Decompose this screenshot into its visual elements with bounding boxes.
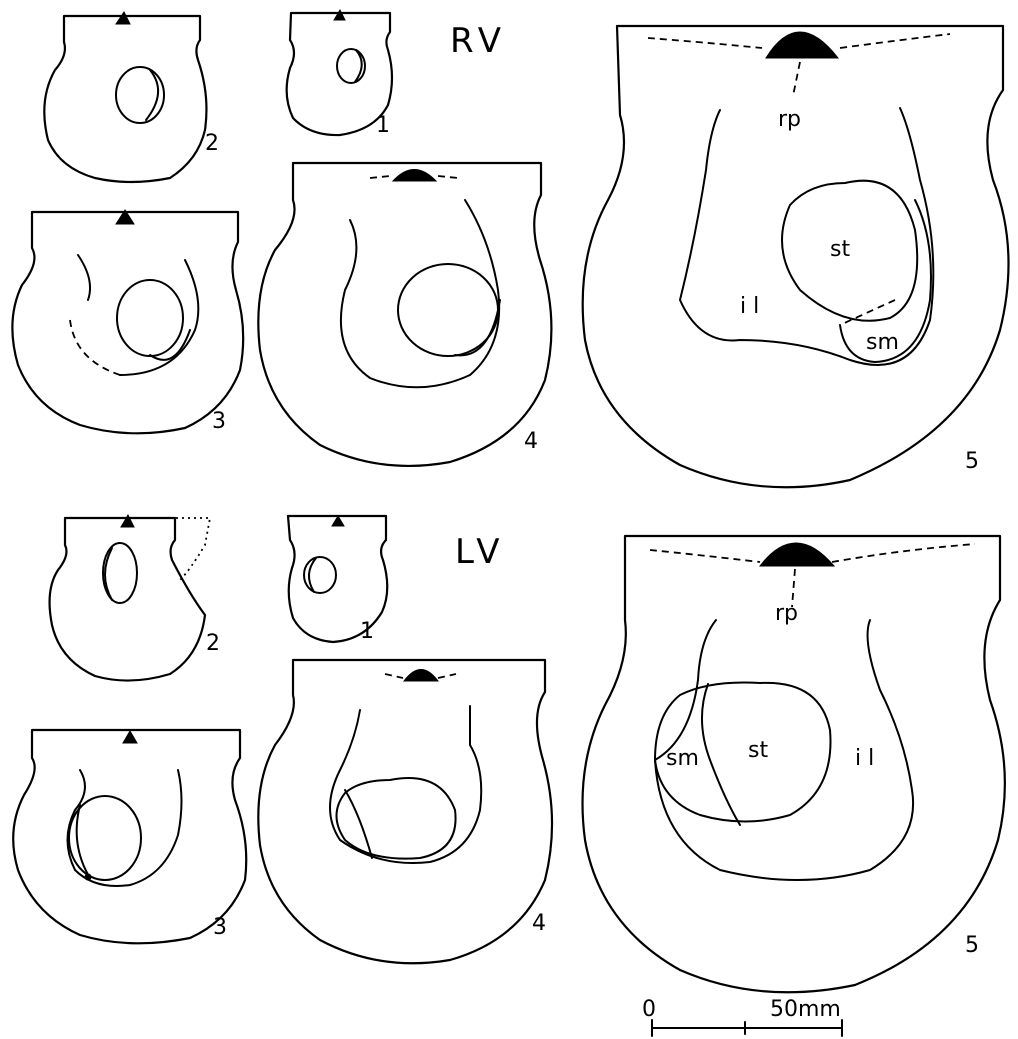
- rv-shell-5: rp st sm i l 5: [583, 26, 1009, 487]
- lv-fig-1-number: 1: [360, 619, 374, 644]
- rv-shell-4-hinge-left: [370, 176, 390, 178]
- lv-shell-4-hinge-right: [438, 674, 456, 678]
- lv-label-sm: sm: [666, 746, 699, 771]
- lv-label-rp: rp: [775, 601, 798, 626]
- lv-shell-3-outline: [13, 730, 246, 943]
- rv-shell-4-resilifer: [393, 170, 436, 182]
- rv-shell-2-scar: [116, 67, 164, 123]
- rv-shell-3-outline: [12, 212, 243, 433]
- lv-shell-1-umbo: [332, 516, 344, 526]
- rv-shell-2-umbo: [116, 12, 130, 24]
- lv-shell-4-outline: [258, 660, 552, 963]
- rv-shell-3-left-line: [78, 255, 90, 300]
- rv-shell-3: 3: [12, 210, 243, 434]
- rv-shell-2-outline: [44, 16, 206, 182]
- row-label-rv: RV: [450, 21, 507, 61]
- lv-shell-5-scar-divider: [702, 684, 740, 825]
- lv-shell-2: 2: [50, 515, 220, 681]
- rv-shell-3-right-line: [120, 260, 198, 375]
- lv-shell-4-umbo: [404, 670, 438, 682]
- rv-shell-3-scar: [117, 280, 183, 356]
- rv-shell-3-dashed-line: [70, 320, 120, 375]
- rv-shell-4-inner-line: [341, 200, 499, 387]
- rv-shell-4-hinge-right: [438, 176, 458, 178]
- lv-shell-3-umbo: [123, 731, 137, 743]
- rv-shell-5-hinge-left: [648, 38, 762, 48]
- lv-fig-5-number: 5: [965, 933, 979, 958]
- rv-shell-1: 1: [287, 10, 392, 138]
- lv-shell-5-hinge-left: [650, 550, 760, 562]
- lv-label-st: st: [748, 738, 768, 763]
- rv-shell-5-outline: [583, 26, 1009, 487]
- rv-shell-5-inner-line: [680, 108, 933, 365]
- rv-label-sm: sm: [866, 330, 899, 355]
- lv-shell-3: 3: [13, 730, 246, 943]
- rv-shell-4: 4: [258, 163, 551, 466]
- rv-fig-1-number: 1: [376, 113, 390, 138]
- lv-shell-4-inner-line: [330, 706, 481, 863]
- rv-label-rp: rp: [778, 107, 801, 132]
- lv-shell-4: 4: [258, 660, 552, 963]
- rv-shell-5-resilifer: [766, 32, 838, 58]
- lv-shell-4-scar-edge: [345, 790, 372, 858]
- rv-shell-4-scar: [398, 264, 498, 356]
- scale-bar: 0 50mm: [642, 997, 842, 1036]
- rv-fig-3-number: 3: [212, 409, 226, 434]
- lv-shell-3-dot: [85, 874, 91, 880]
- rv-fig-4-number: 4: [524, 429, 538, 454]
- rv-shell-5-rp-leader: [793, 62, 800, 96]
- lv-shell-4-scar: [337, 778, 456, 859]
- lv-fig-3-number: 3: [213, 915, 227, 940]
- rv-shell-2: 2: [44, 12, 219, 182]
- lv-shell-5-resilifer: [760, 543, 834, 566]
- rv-shell-1-umbo: [334, 10, 345, 20]
- lv-shell-1-scar-edge: [309, 558, 316, 592]
- lv-shell-2-umbo: [121, 515, 134, 527]
- scale-bar-start-label: 0: [642, 997, 656, 1022]
- lv-fig-4-number: 4: [532, 911, 546, 936]
- row-label-lv: LV: [455, 532, 505, 572]
- rv-shell-4-outline: [258, 163, 551, 466]
- lv-shell-4-hinge-left: [385, 674, 403, 678]
- rv-shell-5-hinge-right: [840, 34, 950, 48]
- lv-fig-2-number: 2: [206, 631, 220, 656]
- rv-fig-5-number: 5: [965, 449, 979, 474]
- scale-bar-end-label: 50mm: [770, 997, 841, 1022]
- rv-fig-2-number: 2: [205, 131, 219, 156]
- lv-shell-5-hinge-right: [832, 544, 975, 562]
- rv-label-il: i l: [740, 294, 759, 319]
- lv-shell-1: 1: [288, 516, 387, 644]
- rv-shell-2-scar-edge: [146, 70, 158, 120]
- lv-shell-5: rp sm st i l 5: [583, 536, 1005, 992]
- rv-label-st: st: [830, 237, 850, 262]
- lv-label-il: i l: [855, 746, 874, 771]
